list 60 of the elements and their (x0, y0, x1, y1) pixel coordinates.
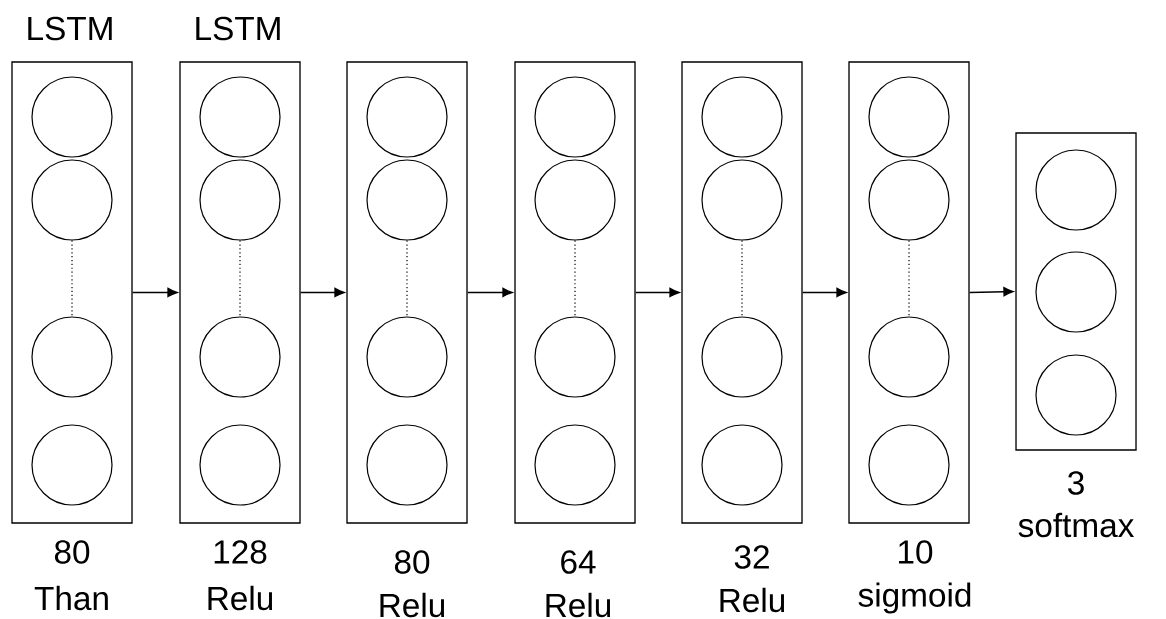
dotted-line (406, 240, 408, 317)
layer-box (1015, 132, 1137, 451)
neuron-circle (868, 316, 950, 398)
layer-label: Than (34, 585, 108, 611)
arrow (467, 287, 513, 298)
layer-box (681, 61, 803, 524)
layer-label: Relu (380, 592, 445, 618)
neuron-circle (1035, 251, 1117, 333)
layer-label: 80 (54, 540, 90, 564)
neuron-circle (31, 316, 113, 398)
neuron-circle (31, 76, 113, 158)
neuron-circle (701, 424, 783, 506)
layer-label: 64 (561, 550, 596, 574)
neuron-circle (868, 424, 950, 506)
arrow (969, 287, 1014, 297)
neuron-circle (534, 76, 616, 158)
dotted-line (741, 240, 743, 317)
neuron-circle (199, 159, 281, 241)
neuron-circle (868, 76, 950, 158)
dotted-line (239, 240, 241, 317)
layer-label: softmax (1018, 512, 1134, 538)
layer-label: Relu (546, 592, 611, 618)
dotted-line (574, 240, 576, 317)
neuron-circle (701, 159, 783, 241)
dotted-line (71, 240, 73, 317)
layer-box (848, 61, 970, 524)
layer-label: 32 (734, 545, 769, 569)
neuron-circle (199, 424, 281, 506)
neuron-circle (31, 424, 113, 506)
neuron-circle (701, 76, 783, 158)
dotted-line (908, 240, 910, 317)
neuron-circle (366, 424, 448, 506)
layer-label: Relu (208, 585, 273, 611)
neuron-circle (868, 159, 950, 241)
neuron-circle (31, 159, 113, 241)
layer-label: Relu (720, 587, 785, 613)
layer-label: 80 (394, 550, 430, 574)
layer-label: 128 (214, 540, 267, 564)
layer-label: sigmoid (858, 582, 971, 614)
arrow (635, 287, 680, 298)
layer-heading: LSTM (28, 16, 112, 41)
neuron-circle (199, 316, 281, 398)
layer-label: 10 (899, 540, 933, 564)
neuron-circle (701, 316, 783, 398)
neuron-circle (1035, 354, 1117, 436)
neuron-circle (199, 76, 281, 158)
layer-label: 3 (1068, 471, 1084, 495)
neuron-circle (534, 424, 616, 506)
neuron-circle (1035, 149, 1117, 231)
neuron-circle (366, 316, 448, 398)
neuron-circle (366, 159, 448, 241)
neuron-circle (366, 76, 448, 158)
neuron-circle (534, 316, 616, 398)
arrow (300, 287, 345, 298)
arrow (132, 287, 178, 298)
layer-box (514, 61, 636, 524)
arrow (802, 287, 847, 298)
neuron-circle (534, 159, 616, 241)
layer-heading: LSTM (196, 16, 280, 41)
layer-box (346, 61, 468, 524)
